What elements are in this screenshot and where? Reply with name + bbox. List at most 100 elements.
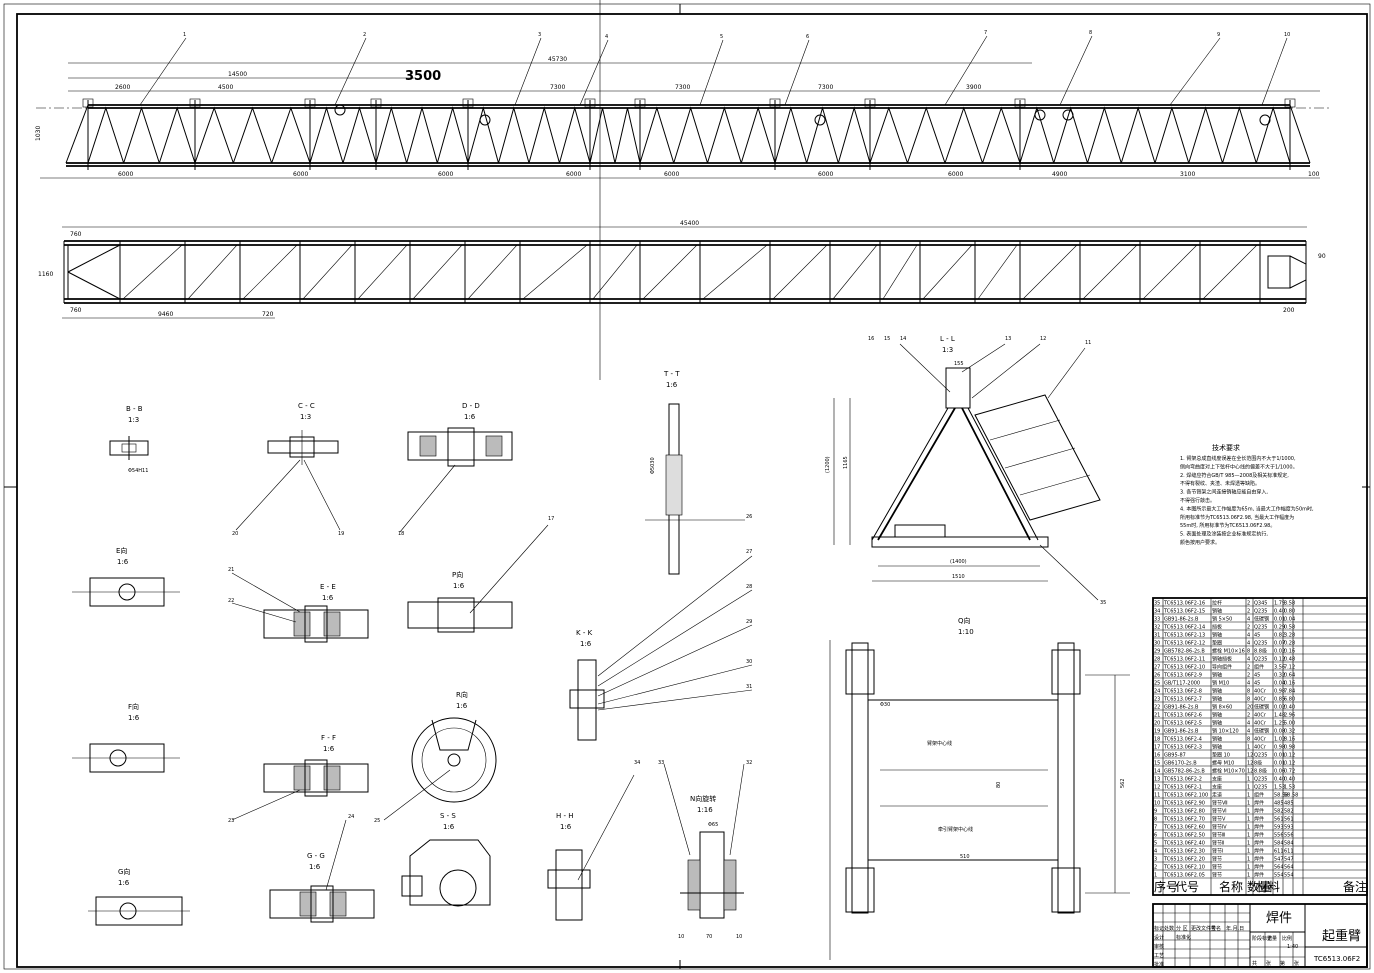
bom-cell: 0.07 — [1274, 641, 1285, 647]
bom-cell: 12 — [1247, 761, 1253, 767]
plan-bay-diagonal — [922, 244, 973, 300]
lacing-diagonal — [498, 106, 530, 164]
bom-cell: 臂节Ⅴ — [1212, 816, 1226, 823]
bom-cell: 0.02 — [1274, 705, 1285, 711]
title-label: 处数 — [1164, 925, 1174, 932]
bom-cell: 5.00 — [1284, 721, 1295, 727]
joint-plate — [189, 98, 201, 108]
dim-1030: 1030 — [35, 126, 42, 141]
bom-cell: 支座 — [1212, 784, 1222, 791]
bom-cell: 1.79 — [1274, 601, 1285, 607]
bom-cell: TC6513.06F2.90 — [1163, 801, 1205, 807]
joint-plate — [584, 98, 596, 108]
bom-cell: 4 — [1247, 721, 1250, 727]
view-r-scale: 1:6 — [456, 702, 468, 710]
view-g-title: G向 — [118, 867, 130, 876]
balloon-17: 17 — [548, 516, 554, 522]
bom-cell: 35 — [1154, 601, 1160, 607]
view-r-title: R向 — [456, 690, 468, 699]
bom-cell: 8 — [1247, 697, 1250, 703]
bom-cell: 24 — [1154, 689, 1160, 695]
dim-1160: 1160 — [38, 271, 53, 278]
balloon-34: 34 — [634, 760, 640, 766]
bom-cell: TC6513.06F2-11 — [1163, 657, 1205, 663]
view-n-title: N向旋转 — [690, 794, 716, 803]
lacing-diagonal — [158, 106, 196, 164]
bom-cell: 547 — [1274, 857, 1284, 863]
bom-cell: 1 — [1247, 785, 1250, 791]
balloon-13: 13 — [1005, 336, 1011, 342]
section-bb: B - B 1:3 Φ54H11 — [109, 405, 149, 474]
bom-cell: 18 — [1154, 737, 1160, 743]
section-cc-scale: 1:3 — [300, 413, 311, 421]
bom-cell: 10 — [1154, 801, 1160, 807]
bom-cell: 1 — [1247, 825, 1250, 831]
bom-cell: 销轴 — [1212, 736, 1222, 743]
tech-req-line: 55m时, 所用标准节为TC6513.06F2.98。 — [1180, 522, 1275, 529]
bom-cell: 臂节Ⅲ — [1212, 832, 1225, 839]
bom-cell: 1 — [1247, 873, 1250, 879]
bom-cell: GB91-86-2s.B — [1164, 729, 1199, 735]
lacing-diagonal — [123, 106, 160, 164]
bom-cell: 40Cr — [1254, 745, 1267, 751]
plan-bay-diagonal — [302, 244, 353, 300]
balloon-26: 26 — [746, 514, 752, 520]
section-tt-scale: 1:6 — [666, 381, 678, 389]
plan-bay-diagonal — [412, 244, 463, 300]
bom-cell: 593 — [1274, 825, 1284, 831]
sheave-circle — [479, 114, 491, 126]
bom-cell: TC6513.06F2-4 — [1163, 737, 1202, 743]
balloon-leader — [784, 39, 810, 106]
bom-cell: 0.02 — [1274, 649, 1285, 655]
bom-cell: 组件 — [1254, 664, 1264, 671]
section-ee: E - E 1:6 — [231, 572, 369, 643]
view-g-scale: 1:6 — [118, 879, 130, 887]
bom-cell: 销轴 — [1212, 712, 1222, 719]
lacing-diagonal — [232, 106, 273, 164]
dim-9460: 9460 — [158, 311, 173, 318]
bom-cell: 销轴 — [1212, 672, 1222, 679]
bom-cell: 销轴 — [1212, 608, 1222, 615]
balloon-35: 35 — [1100, 600, 1106, 606]
section-ll-scale: 1:3 — [942, 346, 953, 354]
bom-cell: 564 — [1284, 865, 1294, 871]
lacing-diagonal — [614, 107, 641, 164]
bom-cell: GB5782-86-2s.B — [1164, 769, 1205, 775]
bom-cell: 22 — [1154, 705, 1160, 711]
bom-cell: 1 — [1247, 865, 1250, 871]
bom-cell: Q235 — [1254, 625, 1267, 631]
bom-cell: 0.82 — [1274, 633, 1285, 639]
plan-bay-diagonal — [1022, 244, 1078, 300]
bom-cell: 4 — [1154, 849, 1157, 855]
bom-cell: 0.12 — [1284, 753, 1295, 759]
bom-cell: TC6513.06F2.50 — [1163, 833, 1205, 839]
title-label: 分 区 — [1176, 925, 1188, 932]
bom-cell: 0.58 — [1284, 625, 1295, 631]
bom-cell: 销轴 — [1212, 720, 1222, 727]
bom-cell: 2 — [1247, 601, 1250, 607]
joint-plate — [370, 98, 382, 108]
bom-cell: 554 — [1284, 873, 1294, 879]
view-q-note1: 臂架中心线 — [927, 740, 952, 747]
dim-3100: 3100 — [1180, 171, 1195, 178]
balloon-leader — [1047, 347, 1086, 399]
balloon-22: 22 — [228, 598, 234, 604]
bom-cell: 销 8×60 — [1212, 704, 1232, 711]
dim-45730: 45730 — [548, 56, 567, 63]
dim-6000f: 6000 — [818, 171, 833, 178]
lacing-diagonal — [639, 106, 675, 164]
bom-cell: 611 — [1284, 849, 1294, 855]
bom-cell: 8.8级 — [1254, 648, 1267, 655]
tech-req-line: 不得强行敲击。 — [1180, 497, 1215, 504]
bom-cell: 3.58 — [1284, 601, 1295, 607]
bom-cell: 6 — [1154, 833, 1157, 839]
section-ss: S - S 1:6 — [401, 812, 491, 907]
title-label: 共 — [1252, 960, 1257, 967]
section-ll-dim-w1: (1400) — [950, 559, 967, 565]
bom-cell: TC6513.06F2-8 — [1163, 689, 1202, 695]
title-label: 批准 — [1154, 961, 1164, 968]
bom-cell: 32 — [1154, 625, 1160, 631]
bom-cell: 0.08 — [1274, 729, 1285, 735]
bom-cell: 40Cr — [1254, 721, 1267, 727]
balloon-10: 10 — [1284, 32, 1290, 38]
